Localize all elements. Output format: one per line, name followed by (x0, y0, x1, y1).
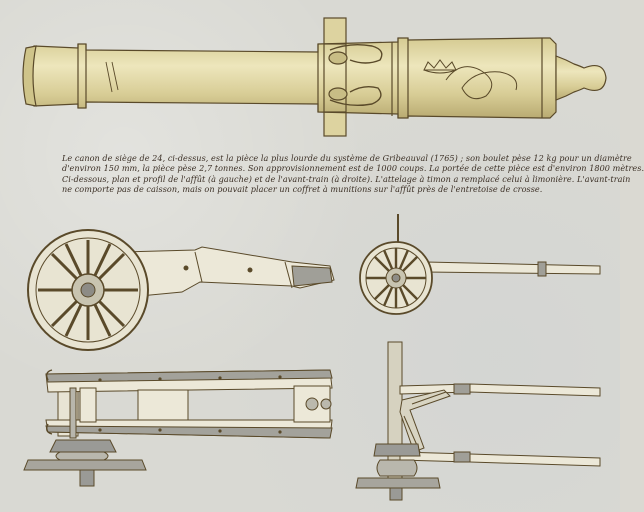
cannon-barrel (22, 17, 607, 137)
caption-line: ne comporte pas de caisson, mais on pouv… (62, 184, 543, 195)
limber-plan (355, 341, 601, 501)
gun-carriage-plan (23, 369, 333, 487)
limber-profile (359, 214, 601, 315)
caption-line: Le canon de siège de 24, ci-dessus, est … (62, 153, 632, 163)
illustrations (22, 17, 607, 501)
gun-carriage-profile (27, 229, 335, 351)
caption-line: d'environ 150 mm, la pièce pèse 2,7 tonn… (62, 163, 644, 174)
plate-caption: Le canon de siège de 24, ci-dessus, est … (62, 153, 644, 195)
caption-line: Ci-dessous, plan et profil de l'affût (à… (62, 173, 631, 184)
